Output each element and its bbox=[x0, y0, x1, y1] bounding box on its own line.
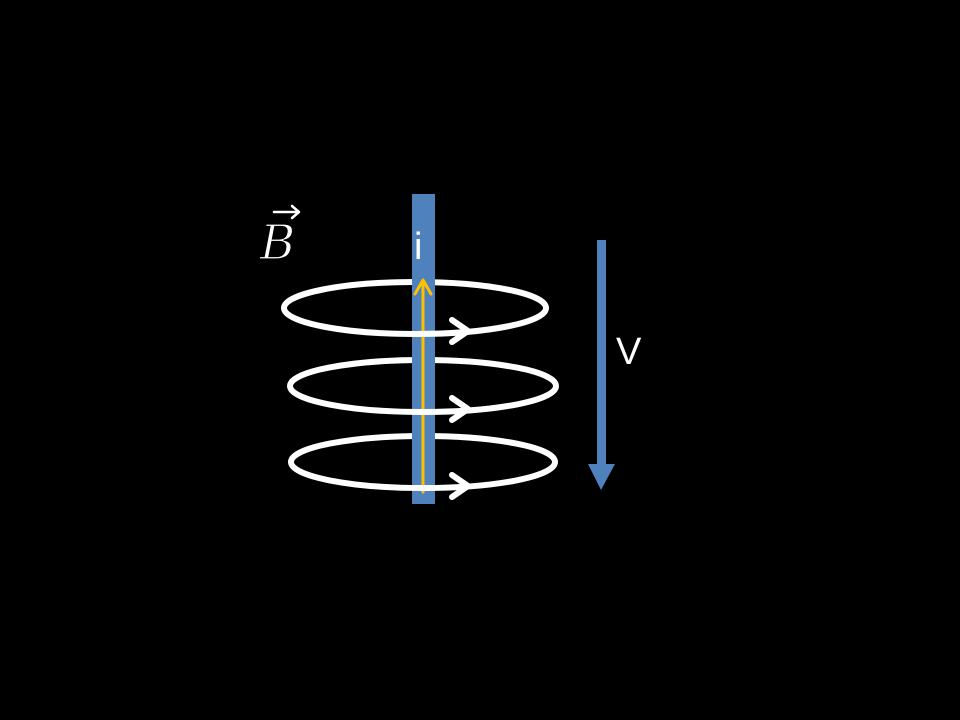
voltage-arrow-shaft bbox=[597, 240, 606, 468]
magnetic-field-label: B bbox=[259, 215, 295, 271]
field-arrow-middle bbox=[449, 395, 471, 423]
current-label: i bbox=[414, 226, 422, 268]
current-arrow bbox=[413, 278, 433, 494]
field-arrow-top bbox=[449, 317, 471, 345]
field-direction-arrows bbox=[449, 317, 471, 500]
current-arrow-head bbox=[413, 278, 433, 296]
field-loop-bottom-front bbox=[288, 461, 558, 491]
vector-arrow-icon bbox=[272, 204, 301, 220]
field-loop-top-front bbox=[281, 307, 549, 337]
voltage-label: V bbox=[616, 331, 642, 373]
field-loop-middle-front bbox=[287, 385, 559, 415]
field-arrow-bottom bbox=[449, 472, 471, 500]
field-loops-front bbox=[281, 307, 559, 491]
voltage-arrow bbox=[588, 240, 615, 490]
voltage-arrow-head bbox=[588, 464, 615, 490]
